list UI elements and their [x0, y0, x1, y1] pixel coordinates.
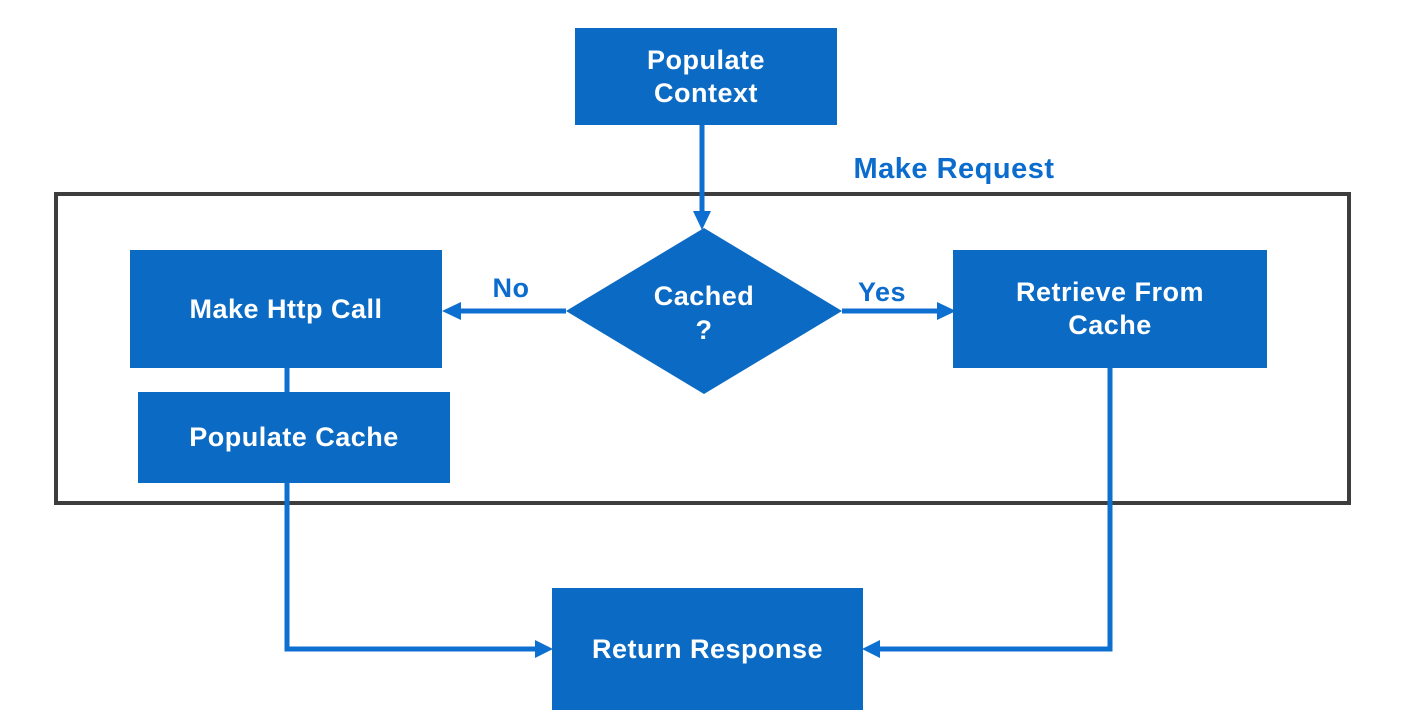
edge-label-yes: Yes	[857, 277, 907, 307]
node-retrieve-from-cache: Retrieve From Cache	[953, 250, 1267, 368]
connector-populatecache-to-return	[284, 483, 536, 652]
group-label-make-request: Make Request	[853, 153, 1055, 185]
node-return-response: Return Response	[552, 588, 863, 710]
arrowhead-into-decision	[693, 211, 711, 230]
node-populate-context: Populate Context	[575, 28, 837, 125]
arrowhead-into-retrieve-from-cache	[937, 302, 956, 320]
edge-label-no: No	[492, 273, 530, 303]
node-populate-cache: Populate Cache	[138, 392, 450, 483]
arrowhead-into-make-http-call	[442, 302, 461, 320]
decision-diamond-shape	[566, 228, 842, 394]
node-decision-cached-label: Cached ?	[653, 281, 755, 345]
arrowhead-into-return-left	[535, 640, 553, 658]
connector-retrieve-to-return	[879, 368, 1113, 652]
arrowhead-into-return-right	[862, 640, 880, 658]
node-make-http-call: Make Http Call	[130, 250, 442, 368]
